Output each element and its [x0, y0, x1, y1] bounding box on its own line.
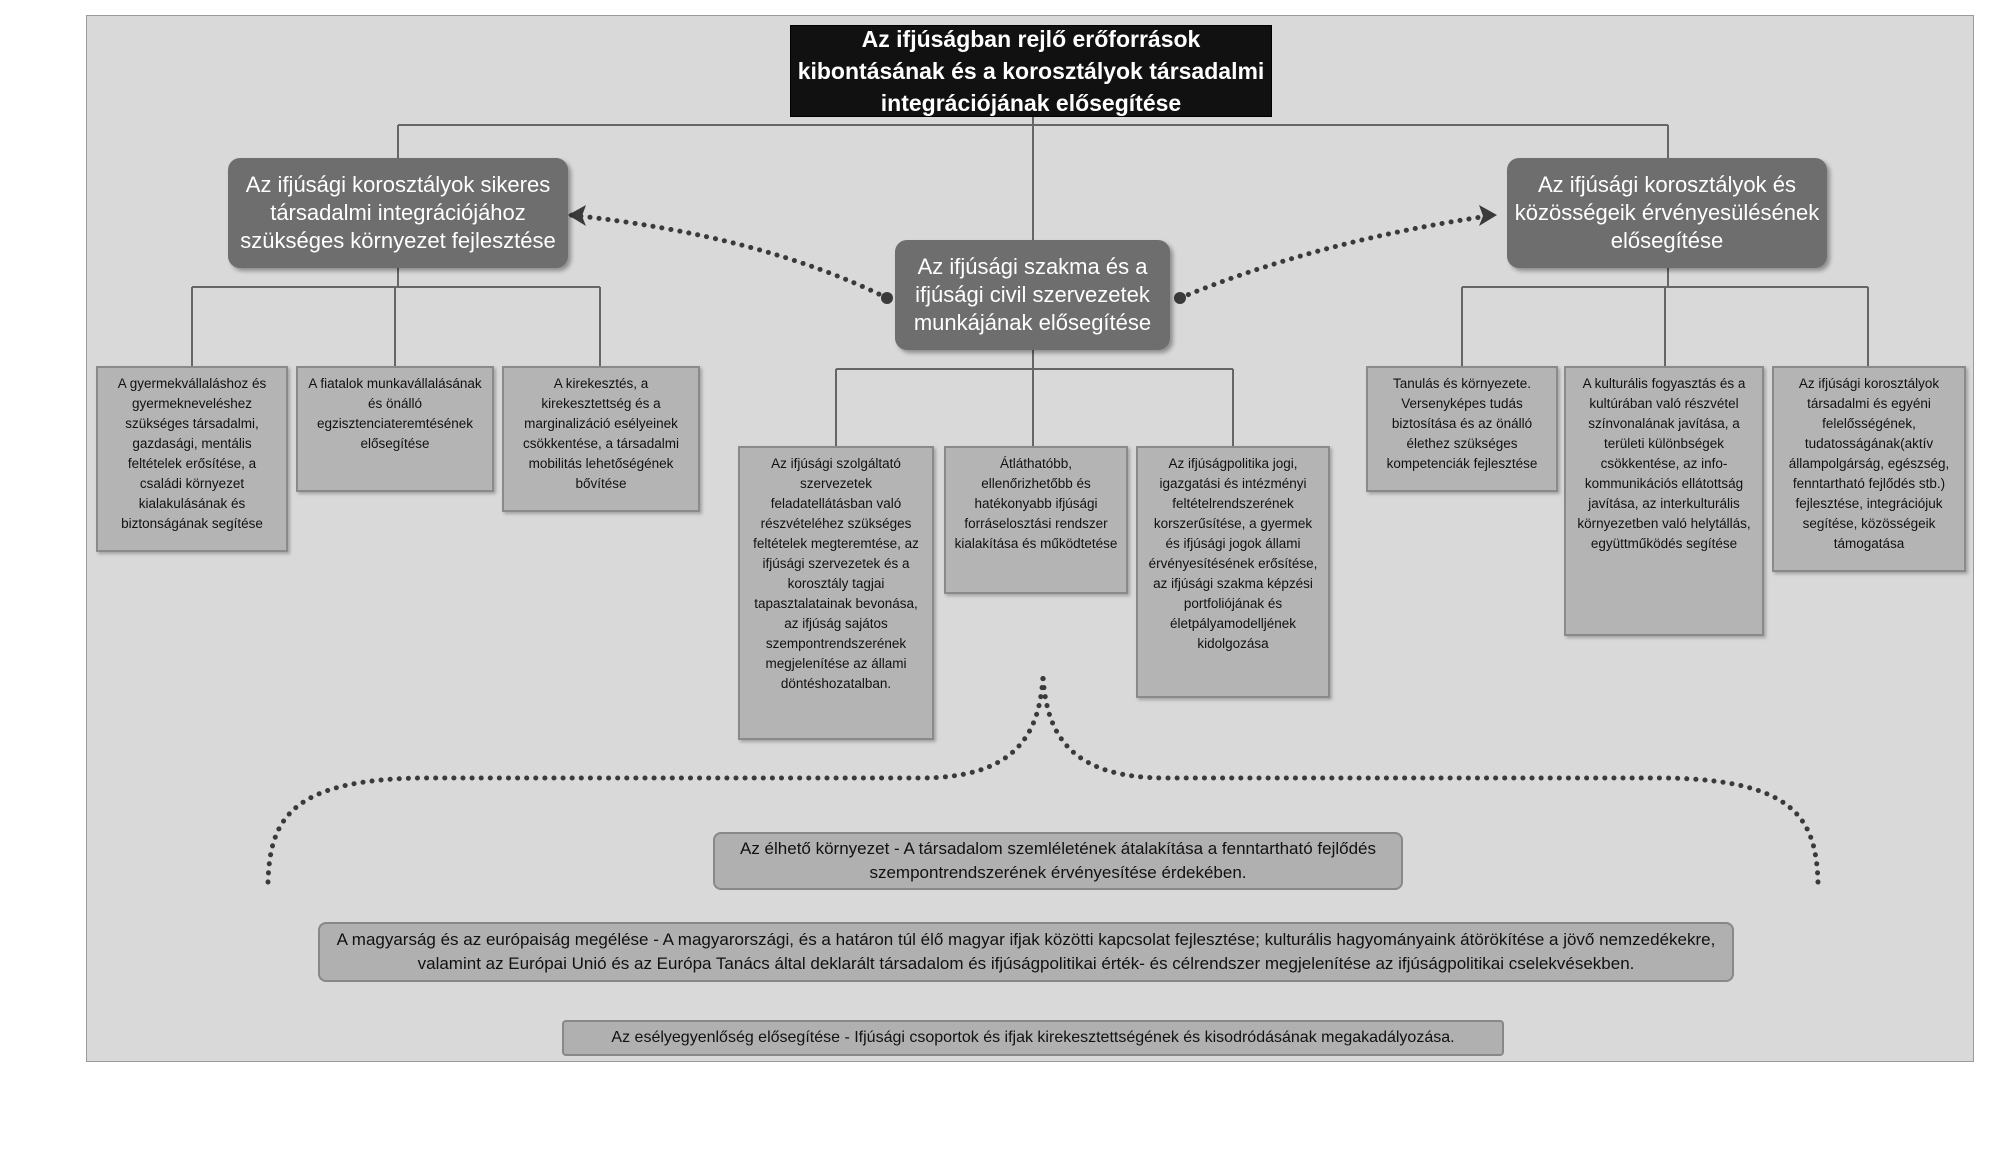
goal-text: Az ifjúsági szakma és a ifjúsági civil s…	[913, 254, 1152, 335]
subgoal-text: Átláthatóbb, ellenőrizhetőbb és hatékony…	[954, 456, 1118, 551]
subgoal-text: Tanulás és környezete. Versenyképes tudá…	[1386, 376, 1538, 471]
subgoal-box: A kirekesztés, a kirekesztettség és a ma…	[502, 366, 700, 512]
subgoal-text: Az ifjúsági korosztályok társadalmi és e…	[1788, 376, 1950, 551]
subgoal-box: A kulturális fogyasztás és a kultúrában …	[1564, 366, 1764, 636]
root-goal-text: Az ifjúságban rejlő erőforrások kibontás…	[797, 26, 1265, 116]
subgoal-box: Az ifjúságpolitika jogi, igazgatási és i…	[1136, 446, 1330, 698]
subgoal-text: A kirekesztés, a kirekesztettség és a ma…	[522, 376, 680, 491]
subgoal-text: A kulturális fogyasztás és a kultúrában …	[1577, 376, 1751, 551]
principle-text: A magyarság és az európaiság megélése - …	[336, 930, 1716, 973]
subgoal-box: Tanulás és környezete. Versenyképes tudá…	[1366, 366, 1558, 492]
subgoal-box: Átláthatóbb, ellenőrizhetőbb és hatékony…	[944, 446, 1128, 594]
principle-equal-opportunity: Az esélyegyenlőség elősegítése - Ifjúság…	[562, 1020, 1504, 1056]
principle-livable-environment: Az élhető környezet - A társadalom szeml…	[713, 832, 1403, 890]
goal-integration-environment: Az ifjúsági korosztályok sikeres társada…	[228, 158, 568, 268]
goal-text: Az ifjúsági korosztályok és közösségeik …	[1514, 172, 1820, 253]
subgoal-text: Az ifjúsági szolgáltató szervezetek fela…	[753, 456, 919, 691]
subgoal-text: A gyermekvállaláshoz és gyermekneveléshe…	[117, 376, 267, 531]
subgoal-box: Az ifjúsági szolgáltató szervezetek fela…	[738, 446, 934, 740]
principle-text: Az élhető környezet - A társadalom szeml…	[740, 839, 1376, 882]
subgoal-box: A gyermekvállaláshoz és gyermekneveléshe…	[96, 366, 288, 552]
goal-youth-profession: Az ifjúsági szakma és a ifjúsági civil s…	[895, 240, 1170, 350]
subgoal-box: Az ifjúsági korosztályok társadalmi és e…	[1772, 366, 1966, 572]
goal-youth-communities: Az ifjúsági korosztályok és közösségeik …	[1507, 158, 1827, 268]
principle-text: Az esélyegyenlőség elősegítése - Ifjúság…	[611, 1029, 1455, 1046]
root-goal: Az ifjúságban rejlő erőforrások kibontás…	[790, 25, 1272, 117]
subgoal-text: Az ifjúságpolitika jogi, igazgatási és i…	[1148, 456, 1318, 651]
principle-hungarian-european-identity: A magyarság és az európaiság megélése - …	[318, 922, 1734, 982]
subgoal-text: A fiatalok munkavállalásának és önálló e…	[308, 376, 482, 451]
subgoal-box: A fiatalok munkavállalásának és önálló e…	[296, 366, 494, 492]
goal-text: Az ifjúsági korosztályok sikeres társada…	[240, 172, 556, 253]
